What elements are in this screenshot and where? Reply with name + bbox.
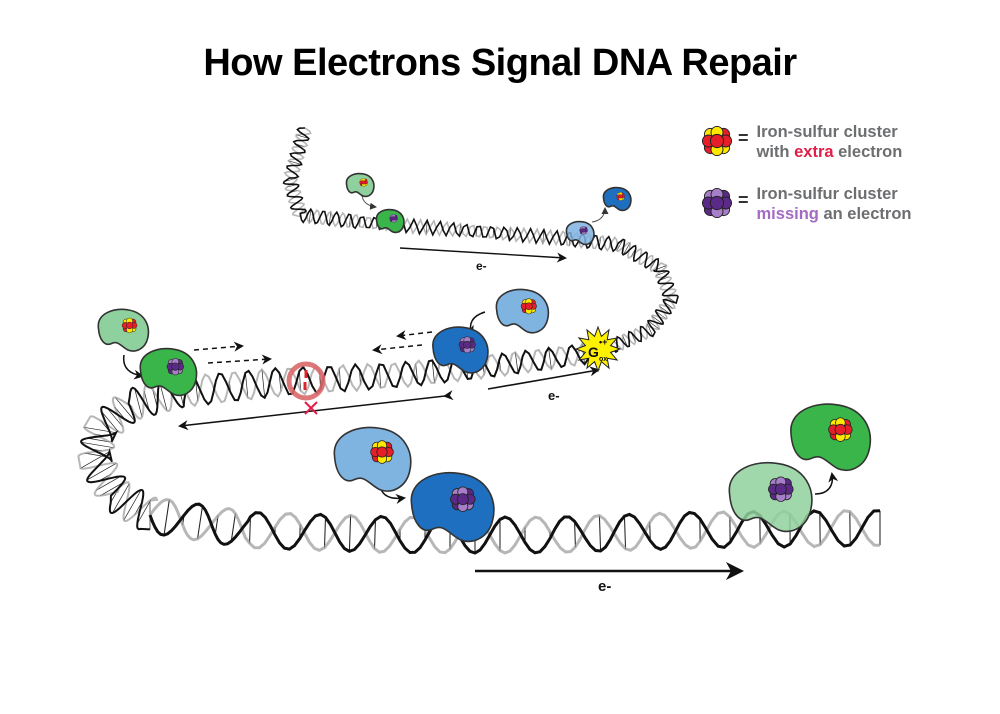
dna-segment-middle (77, 342, 601, 531)
guanine-superscript: •+ (599, 337, 607, 347)
iron-sulfur-cluster-oxidized (450, 486, 476, 512)
iron-sulfur-cluster-oxidized (579, 226, 588, 235)
iron-sulfur-cluster-reduced (520, 298, 537, 315)
electron-label-middle: e- (548, 388, 560, 403)
iron-sulfur-cluster-oxidized-icon (702, 188, 732, 218)
binding-arrow-left (122, 354, 144, 380)
iron-sulfur-cluster-reduced (370, 440, 394, 464)
muty-released-small (602, 186, 632, 212)
oxidized-guanine-star: G •+ ox (574, 325, 622, 373)
iron-sulfur-cluster-reduced (121, 317, 138, 334)
legend-cluster-purple (702, 188, 732, 218)
scanning-arrows-left (372, 330, 433, 355)
endonuclease-iii-bound-oxidized (139, 347, 198, 397)
electron-label-top: e- (476, 259, 487, 273)
endonuclease-iii-released-reduced (790, 403, 871, 471)
diagram-title: How Electrons Signal DNA Repair (203, 42, 797, 84)
muty-bound-oxidized-large (410, 471, 495, 543)
legend-equals: = (738, 190, 749, 210)
legend-highlight-extra: extra (794, 143, 834, 161)
electron-label-bottom: e- (598, 578, 611, 595)
guanine-subscript: ox (599, 356, 607, 363)
electron-transfer-arrow-top (399, 247, 567, 263)
electron-transfer-arrow-middle (487, 366, 600, 390)
scanning-arrows-right (193, 341, 272, 365)
legend-item-reduced: = Iron-sulfur cluster with extra electro… (702, 122, 902, 162)
guanine-label: G (588, 344, 599, 360)
dna-segment-top (282, 127, 679, 360)
release-arrow-bottom (814, 472, 839, 495)
legend-equals: = (738, 128, 749, 148)
iron-sulfur-cluster-reduced (828, 417, 853, 442)
iron-sulfur-cluster-oxidized (166, 357, 185, 376)
release-arrow-top (591, 207, 609, 223)
muty-free-reduced (495, 288, 550, 334)
iron-sulfur-cluster-oxidized (768, 476, 794, 502)
legend-line1: Iron-sulfur cluster (756, 123, 898, 141)
legend-cluster-red (702, 126, 732, 156)
muty-bound-small (565, 220, 595, 246)
legend-line2: with extra electron (756, 143, 903, 161)
iron-sulfur-cluster-oxidized (389, 214, 398, 223)
blocked-transfer-arrow (178, 390, 454, 431)
muty-bound-oxidized (432, 326, 489, 374)
blocked-cross-icon (304, 401, 318, 415)
legend-item-oxidized: = Iron-sulfur cluster missing an electro… (702, 184, 912, 224)
iron-sulfur-cluster-oxidized (458, 336, 476, 354)
endonuclease-iii-free-reduced (97, 308, 150, 352)
legend-line1: Iron-sulfur cluster (756, 185, 898, 203)
iron-sulfur-cluster-reduced (616, 192, 625, 201)
endonuclease-iii-free-small (345, 172, 375, 198)
endonuclease-iii-bound-small (375, 208, 405, 234)
endonuclease-iii-bound-oxidized-large (728, 461, 813, 533)
legend-line2: missing an electron (756, 205, 912, 223)
legend-description-reduced: Iron-sulfur cluster with extra electron (757, 122, 903, 162)
iron-sulfur-cluster-reduced (359, 178, 368, 187)
legend-highlight-missing: missing (756, 205, 819, 223)
legend-description-oxidized: Iron-sulfur cluster missing an electron (757, 184, 912, 224)
iron-sulfur-cluster-reduced-icon (702, 126, 732, 156)
muty-free-reduced-large (333, 426, 412, 492)
